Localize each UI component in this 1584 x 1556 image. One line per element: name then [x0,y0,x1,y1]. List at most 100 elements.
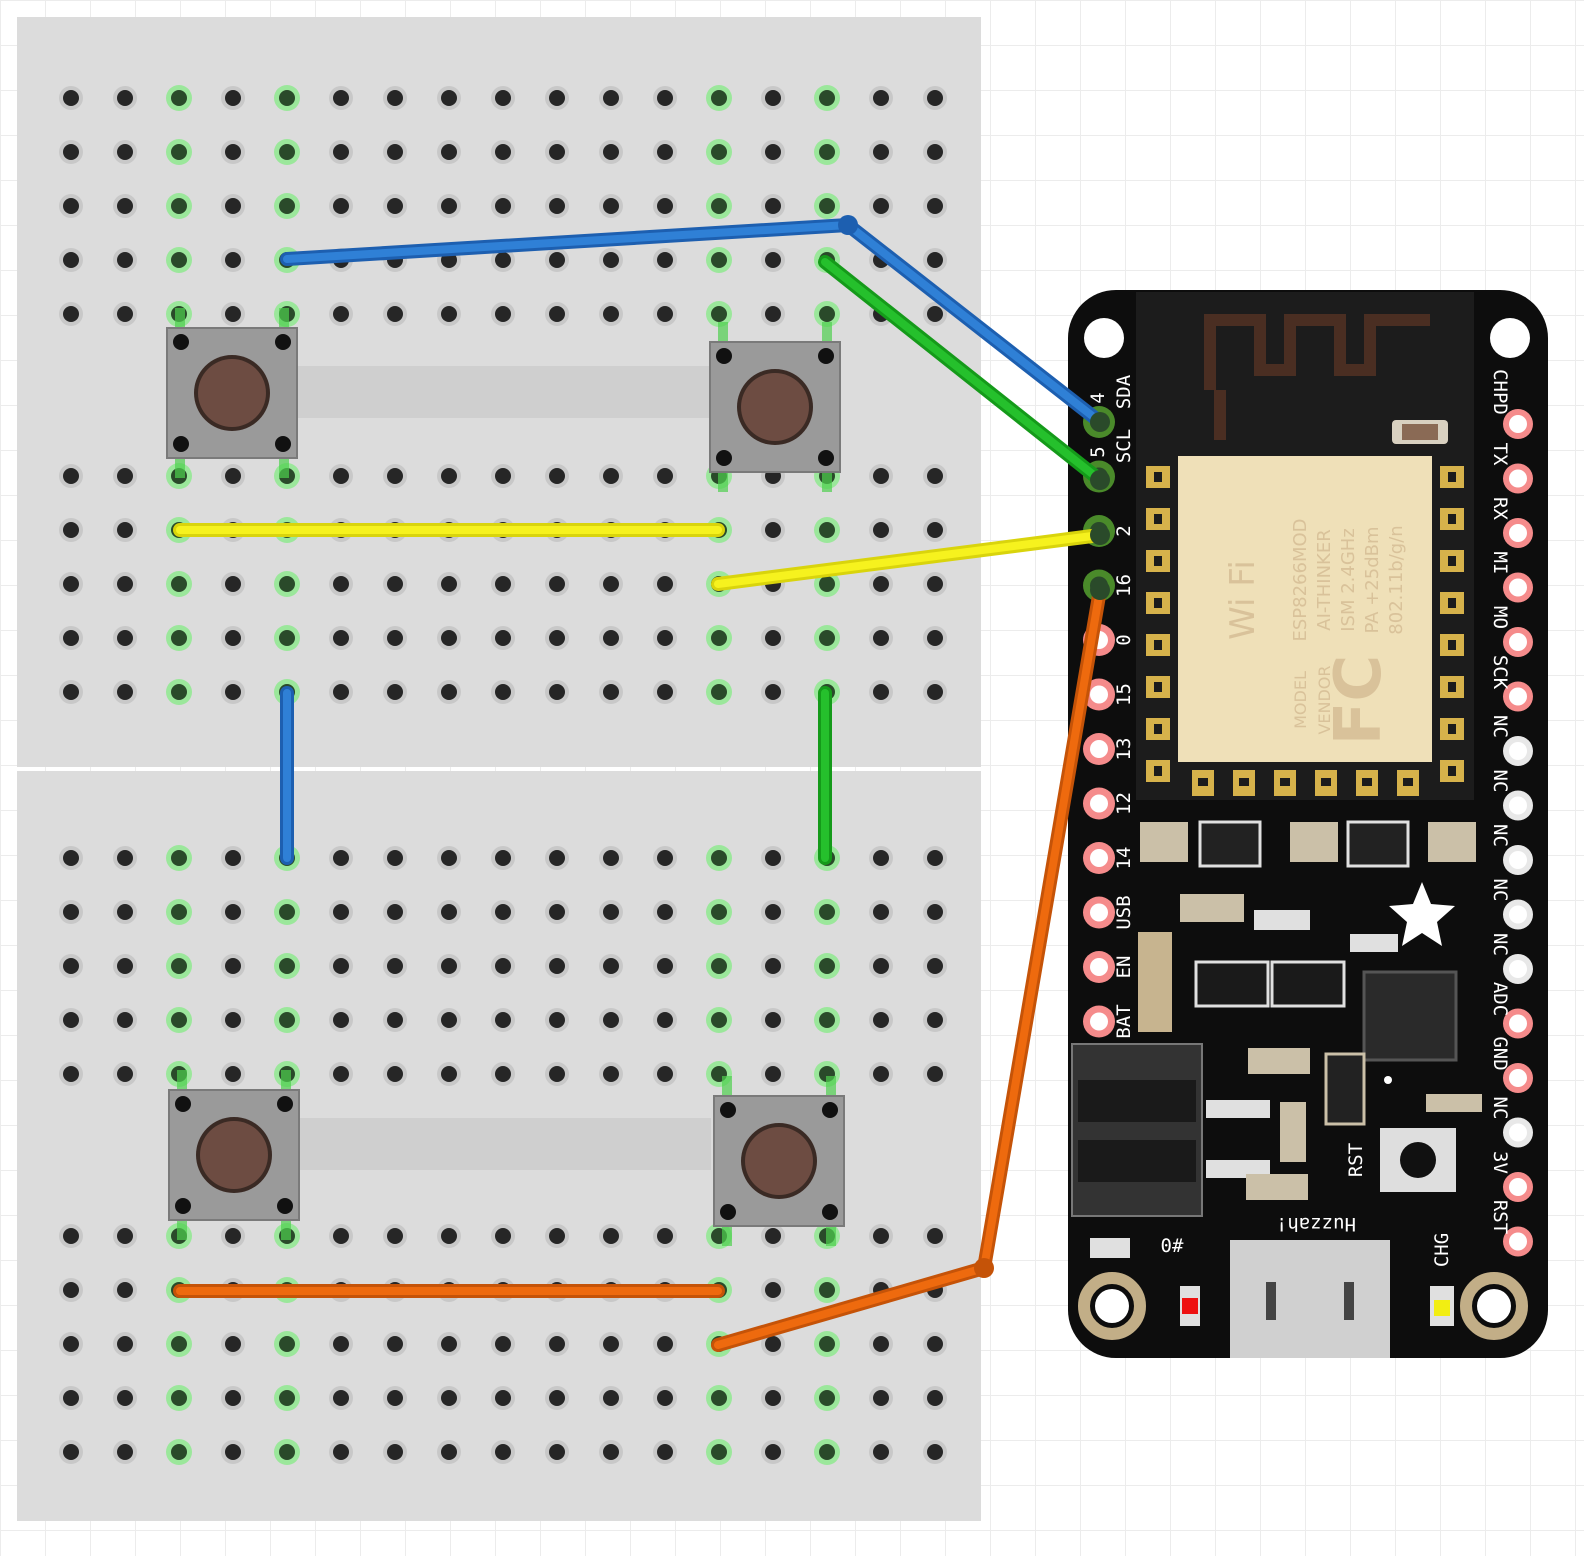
hole [333,684,349,700]
hole [117,1228,133,1244]
fcc-logo: FC [1322,655,1396,746]
hole [927,198,943,214]
header-pin-hole [1509,687,1527,706]
reset-button-cap [1400,1142,1436,1178]
button-screw [720,1102,736,1118]
hole [117,1444,133,1460]
hole [225,576,241,592]
hole [441,904,457,920]
hole [225,1444,241,1460]
hole [873,1336,889,1352]
hole [549,1066,565,1082]
jst-slot-1 [1078,1080,1196,1122]
jst-battery-connector [1071,1043,1203,1217]
hole [927,252,943,268]
hole [333,1228,349,1244]
hole [927,522,943,538]
push-button [709,322,841,492]
hole [441,468,457,484]
hole [117,468,133,484]
hole [927,958,943,974]
hole [819,306,835,322]
button-screw [720,1204,736,1220]
hole [333,1066,349,1082]
hole [711,198,727,214]
hole [603,468,619,484]
hole [549,198,565,214]
hole [441,576,457,592]
hole [441,1012,457,1028]
hole [387,144,403,160]
hole [711,958,727,974]
right-pin-label: MI [1489,552,1511,575]
resistor-8 [1426,1094,1482,1112]
wire-end [1090,412,1110,432]
hole [63,958,79,974]
hole [819,1336,835,1352]
hole [927,1012,943,1028]
module-pad-hole [1448,598,1456,608]
antenna-trace [1204,314,1430,390]
hole [549,958,565,974]
module-label: AI-THINKER [1314,529,1335,630]
hole [495,1336,511,1352]
push-button [166,308,298,478]
hole [549,306,565,322]
hole [495,306,511,322]
wire-end [1090,470,1110,490]
usb-port-pin-left [1266,1282,1276,1320]
left-pin-label: SCL [1113,429,1135,463]
hole [117,1282,133,1298]
hole [765,1012,781,1028]
hole [387,576,403,592]
hole [657,1336,673,1352]
push-buttons [166,308,845,1246]
hole [225,90,241,106]
hole [549,1444,565,1460]
header-pin-hole [1509,905,1527,924]
hole [117,850,133,866]
hole [711,144,727,160]
right-pin-label: NC [1489,1097,1511,1120]
hole [603,1444,619,1460]
hole [765,1066,781,1082]
module-label: 802.11b/g/n [1386,525,1407,634]
hole [603,1390,619,1406]
yellow-led [1434,1300,1450,1316]
hole [279,904,295,920]
push-button [168,1070,300,1240]
hole [657,144,673,160]
inductor [1138,932,1172,1032]
hole [333,468,349,484]
hole [171,684,187,700]
hole [657,90,673,106]
hole [495,1444,511,1460]
hole [765,198,781,214]
module-pad-hole [1154,514,1162,524]
hole [603,630,619,646]
hole [225,144,241,160]
jst-pin-1 [1206,1100,1270,1118]
hole [873,684,889,700]
hole [441,1336,457,1352]
header-pin-hole [1090,740,1108,758]
hole [549,630,565,646]
hole [441,684,457,700]
wire-bend-orange [974,1258,994,1278]
hole [333,630,349,646]
hole [657,630,673,646]
hole [225,252,241,268]
hole [225,1390,241,1406]
module-pad-hole [1154,682,1162,692]
hole [333,90,349,106]
hole [279,1336,295,1352]
hole [117,522,133,538]
hole [657,1012,673,1028]
hole [765,1390,781,1406]
hole [171,1012,187,1028]
hole [441,1390,457,1406]
chg-label: CHG [1431,1233,1453,1267]
hole [333,1444,349,1460]
